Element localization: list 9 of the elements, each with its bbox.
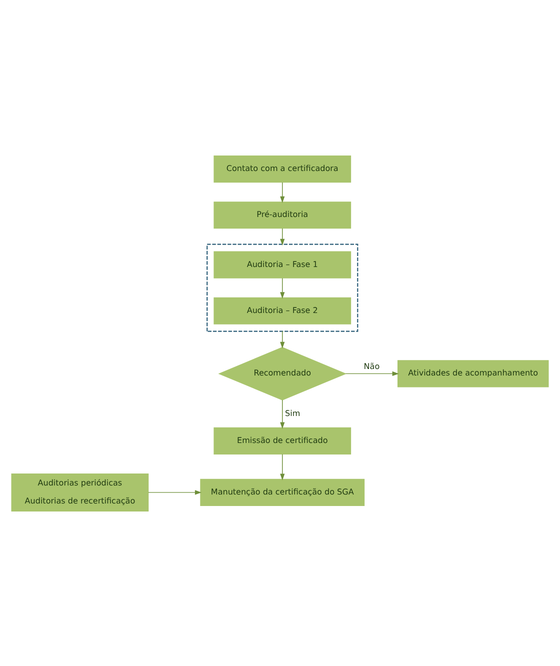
arrow: [148, 490, 202, 494]
arrow: [280, 182, 285, 202]
arrow: [280, 330, 285, 348]
arrow: [280, 399, 285, 428]
arrow: [280, 453, 285, 480]
arrow: [345, 370, 399, 376]
arrow: [280, 277, 285, 298]
arrow: [280, 228, 285, 245]
cluster: [206, 243, 358, 332]
